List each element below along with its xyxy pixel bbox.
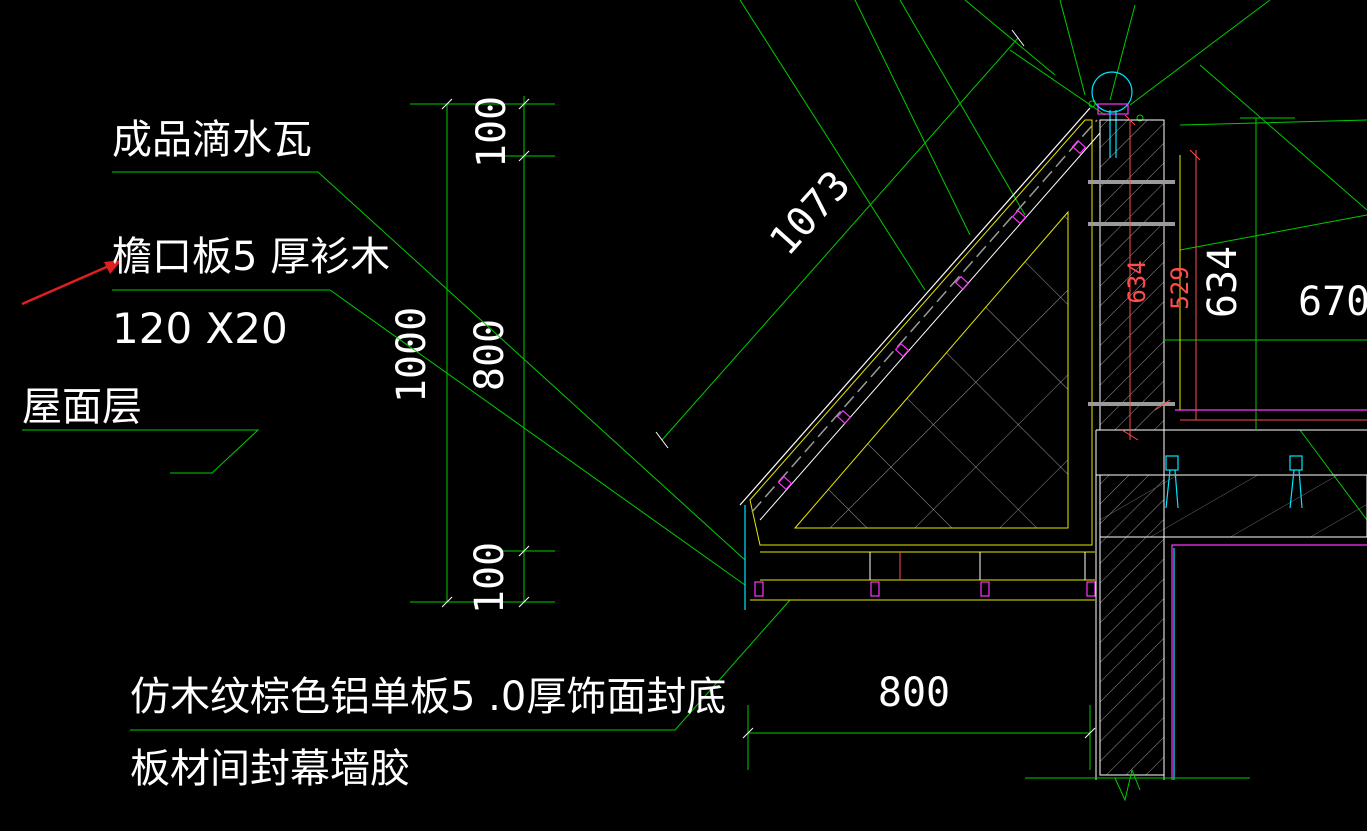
roof-tiles [739, 107, 1101, 610]
ceiling-hangers [1165, 455, 1303, 509]
label-roof-layer: 屋面层 [22, 384, 142, 430]
dim-wall-529-red: 529 [1166, 266, 1194, 309]
bottom-dimension [742, 705, 1096, 770]
label-drip-tile: 成品滴水瓦 [112, 117, 312, 163]
red-arrow-head [104, 260, 122, 274]
dim-width-670: 670 [1298, 279, 1367, 325]
dim-total-1000: 1000 [389, 307, 435, 403]
dim-slope-1073: 1073 [761, 162, 860, 264]
leader-lines [22, 171, 791, 731]
eave-triangle [749, 119, 1095, 601]
label-soffit-line2: 板材间封幕墙胶 [130, 746, 410, 792]
label-eave-size: 120 X20 [112, 304, 288, 353]
slope-brackets [777, 139, 1087, 491]
anchor-bolts [1088, 180, 1175, 406]
label-eave-board: 檐口板5 厚衫木 [112, 234, 390, 280]
red-arrow-shaft [21, 260, 119, 306]
dim-bottom-800: 800 [878, 670, 950, 716]
dim-wall-634: 634 [1200, 246, 1246, 318]
dim-top-100: 100 [469, 96, 515, 168]
dim-bottom-100: 100 [467, 542, 513, 614]
concrete-wall [1025, 119, 1367, 802]
dim-mid-800: 800 [467, 319, 513, 391]
ridge-guide-lines [739, 0, 1367, 521]
left-dimension-chain [410, 96, 555, 608]
dim-wall-634-red: 634 [1123, 260, 1151, 303]
label-soffit-line1: 仿木纹棕色铝单板5 .0厚饰面封底 [130, 674, 726, 720]
slope-dimension [655, 29, 1025, 449]
right-room-box [1121, 114, 1367, 441]
soffit-brackets [754, 581, 1096, 597]
